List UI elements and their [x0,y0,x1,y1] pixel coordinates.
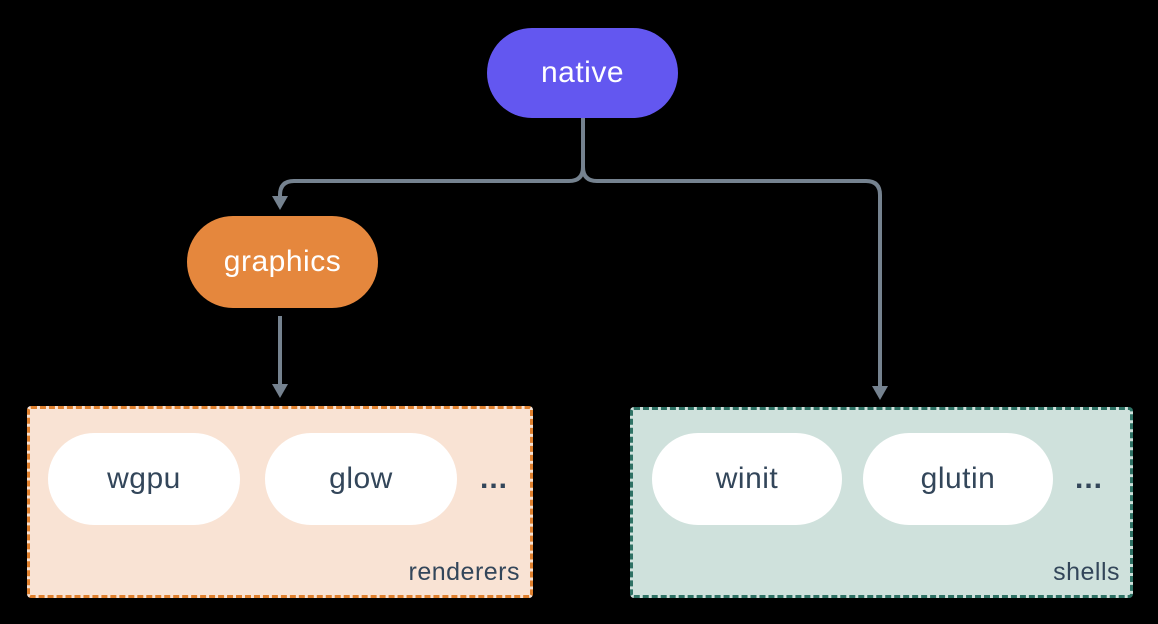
group-renderers-label: renderers [408,558,520,586]
node-native-label: native [540,56,625,89]
item-glutin: glutin [863,433,1053,525]
item-winit-label: winit [715,462,779,495]
arrowhead-graphics [272,196,288,210]
node-graphics-label: graphics [223,245,342,278]
shells-ellipsis: ... [1053,433,1125,525]
connector-native-to-graphics [278,166,585,198]
renderers-ellipsis: ... [458,433,530,525]
renderers-ellipsis-text: ... [479,462,508,495]
item-wgpu: wgpu [48,433,240,525]
item-glow-label: glow [329,462,393,495]
item-glutin-label: glutin [920,462,996,495]
connector-native-to-shells [581,166,882,388]
arrowhead-renderers [272,384,288,398]
item-glow: glow [265,433,457,525]
group-renderers: wgpu glow ... renderers [27,406,533,598]
arrowhead-shells [872,386,888,400]
node-native: native [487,28,678,118]
group-shells-label: shells [1053,558,1120,586]
item-wgpu-label: wgpu [107,462,181,495]
shells-ellipsis-text: ... [1074,462,1103,495]
item-winit: winit [652,433,842,525]
node-graphics: graphics [187,216,378,308]
group-shells: winit glutin ... shells [630,407,1133,598]
